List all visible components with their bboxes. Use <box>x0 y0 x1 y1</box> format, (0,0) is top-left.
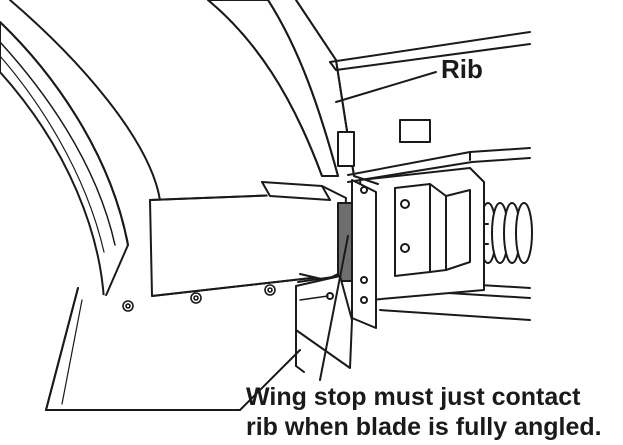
rib-window <box>337 131 355 167</box>
plate-bolt-mid <box>360 276 368 284</box>
plow-blade <box>0 0 161 301</box>
trip-spring <box>451 202 533 264</box>
lower-bolt-1 <box>326 292 334 300</box>
wing-stop-caption-line-2: rib when blade is fully angled. <box>246 413 602 441</box>
rib <box>207 0 379 185</box>
mounting-plate <box>351 179 377 329</box>
plate-bolt-bottom <box>360 296 368 304</box>
stop-leader <box>319 235 349 381</box>
wing-stop-caption: Wing stop must just contact rib when bla… <box>246 382 623 442</box>
rib-callout: Rib <box>441 54 483 84</box>
wing-stop-caption-line-1: Wing stop must just contact <box>246 383 581 411</box>
hinge-bolt-upper <box>400 199 410 209</box>
cutting-edge <box>45 287 301 411</box>
rib-leader <box>335 71 437 103</box>
plate-bolt-top <box>360 186 368 194</box>
leader-lines <box>319 71 437 381</box>
hinge-bolt-lower <box>400 243 410 253</box>
frame-slot <box>399 119 431 143</box>
arm-bolts <box>122 284 276 312</box>
hinge-bracket <box>359 167 485 301</box>
lower-bracket <box>295 275 353 373</box>
